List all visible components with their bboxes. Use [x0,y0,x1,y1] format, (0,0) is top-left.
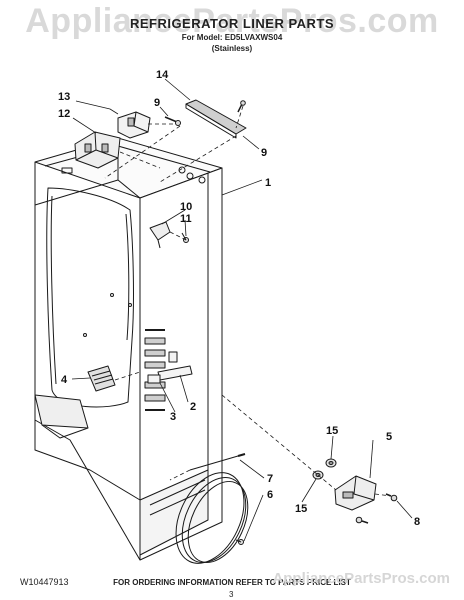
document-number: W10447913 [20,577,69,587]
callout-6: 6 [267,489,273,501]
site-watermark: AppliancePartsPros.com [25,2,439,40]
callout-8: 8 [414,516,420,528]
callout-1: 1 [265,177,271,189]
callout-14: 14 [156,69,169,81]
callout-4: 4 [61,374,68,386]
callout-3: 3 [170,411,176,423]
drain-tube-coil[interactable] [163,453,260,574]
callout-5: 5 [386,431,392,443]
ordering-notice: FOR ORDERING INFORMATION REFER TO PARTS … [113,578,351,587]
callout-7: 7 [267,473,273,485]
callout-13: 13 [58,91,70,103]
liner-end-trim[interactable] [334,475,377,511]
refrigerator-liner[interactable] [34,137,223,561]
vent-grille[interactable] [87,365,116,392]
page-title: REFRIGERATOR LINER PARTS [129,16,335,31]
model-line: For Model: ED5LVAXWS04 [181,33,283,42]
callout-10: 10 [180,201,192,213]
callout-11: 11 [180,213,192,225]
air-damper-housing[interactable] [74,131,121,169]
screw-right[interactable] [237,100,246,113]
callout-15-lower: 15 [295,503,307,515]
damper-cover[interactable] [117,111,151,139]
callout-12: 12 [58,108,70,120]
footer-watermark: AppliancePartsPros.com [272,570,450,587]
screw-lower-a[interactable] [385,493,398,502]
end-cap-upper[interactable] [325,458,337,468]
page-number: 3 [229,590,234,599]
screw-lower-b[interactable] [355,516,369,524]
callout-2: 2 [190,401,196,413]
tube-clip[interactable] [235,539,244,545]
screw-left[interactable] [164,116,181,126]
finish-line: (Stainless) [211,44,253,53]
trim-strip[interactable] [185,99,247,139]
callout-9-right: 9 [261,147,267,159]
liner-rail-part[interactable] [147,374,161,384]
callout-15-upper: 15 [326,425,338,437]
callout-9-left: 9 [154,97,160,109]
